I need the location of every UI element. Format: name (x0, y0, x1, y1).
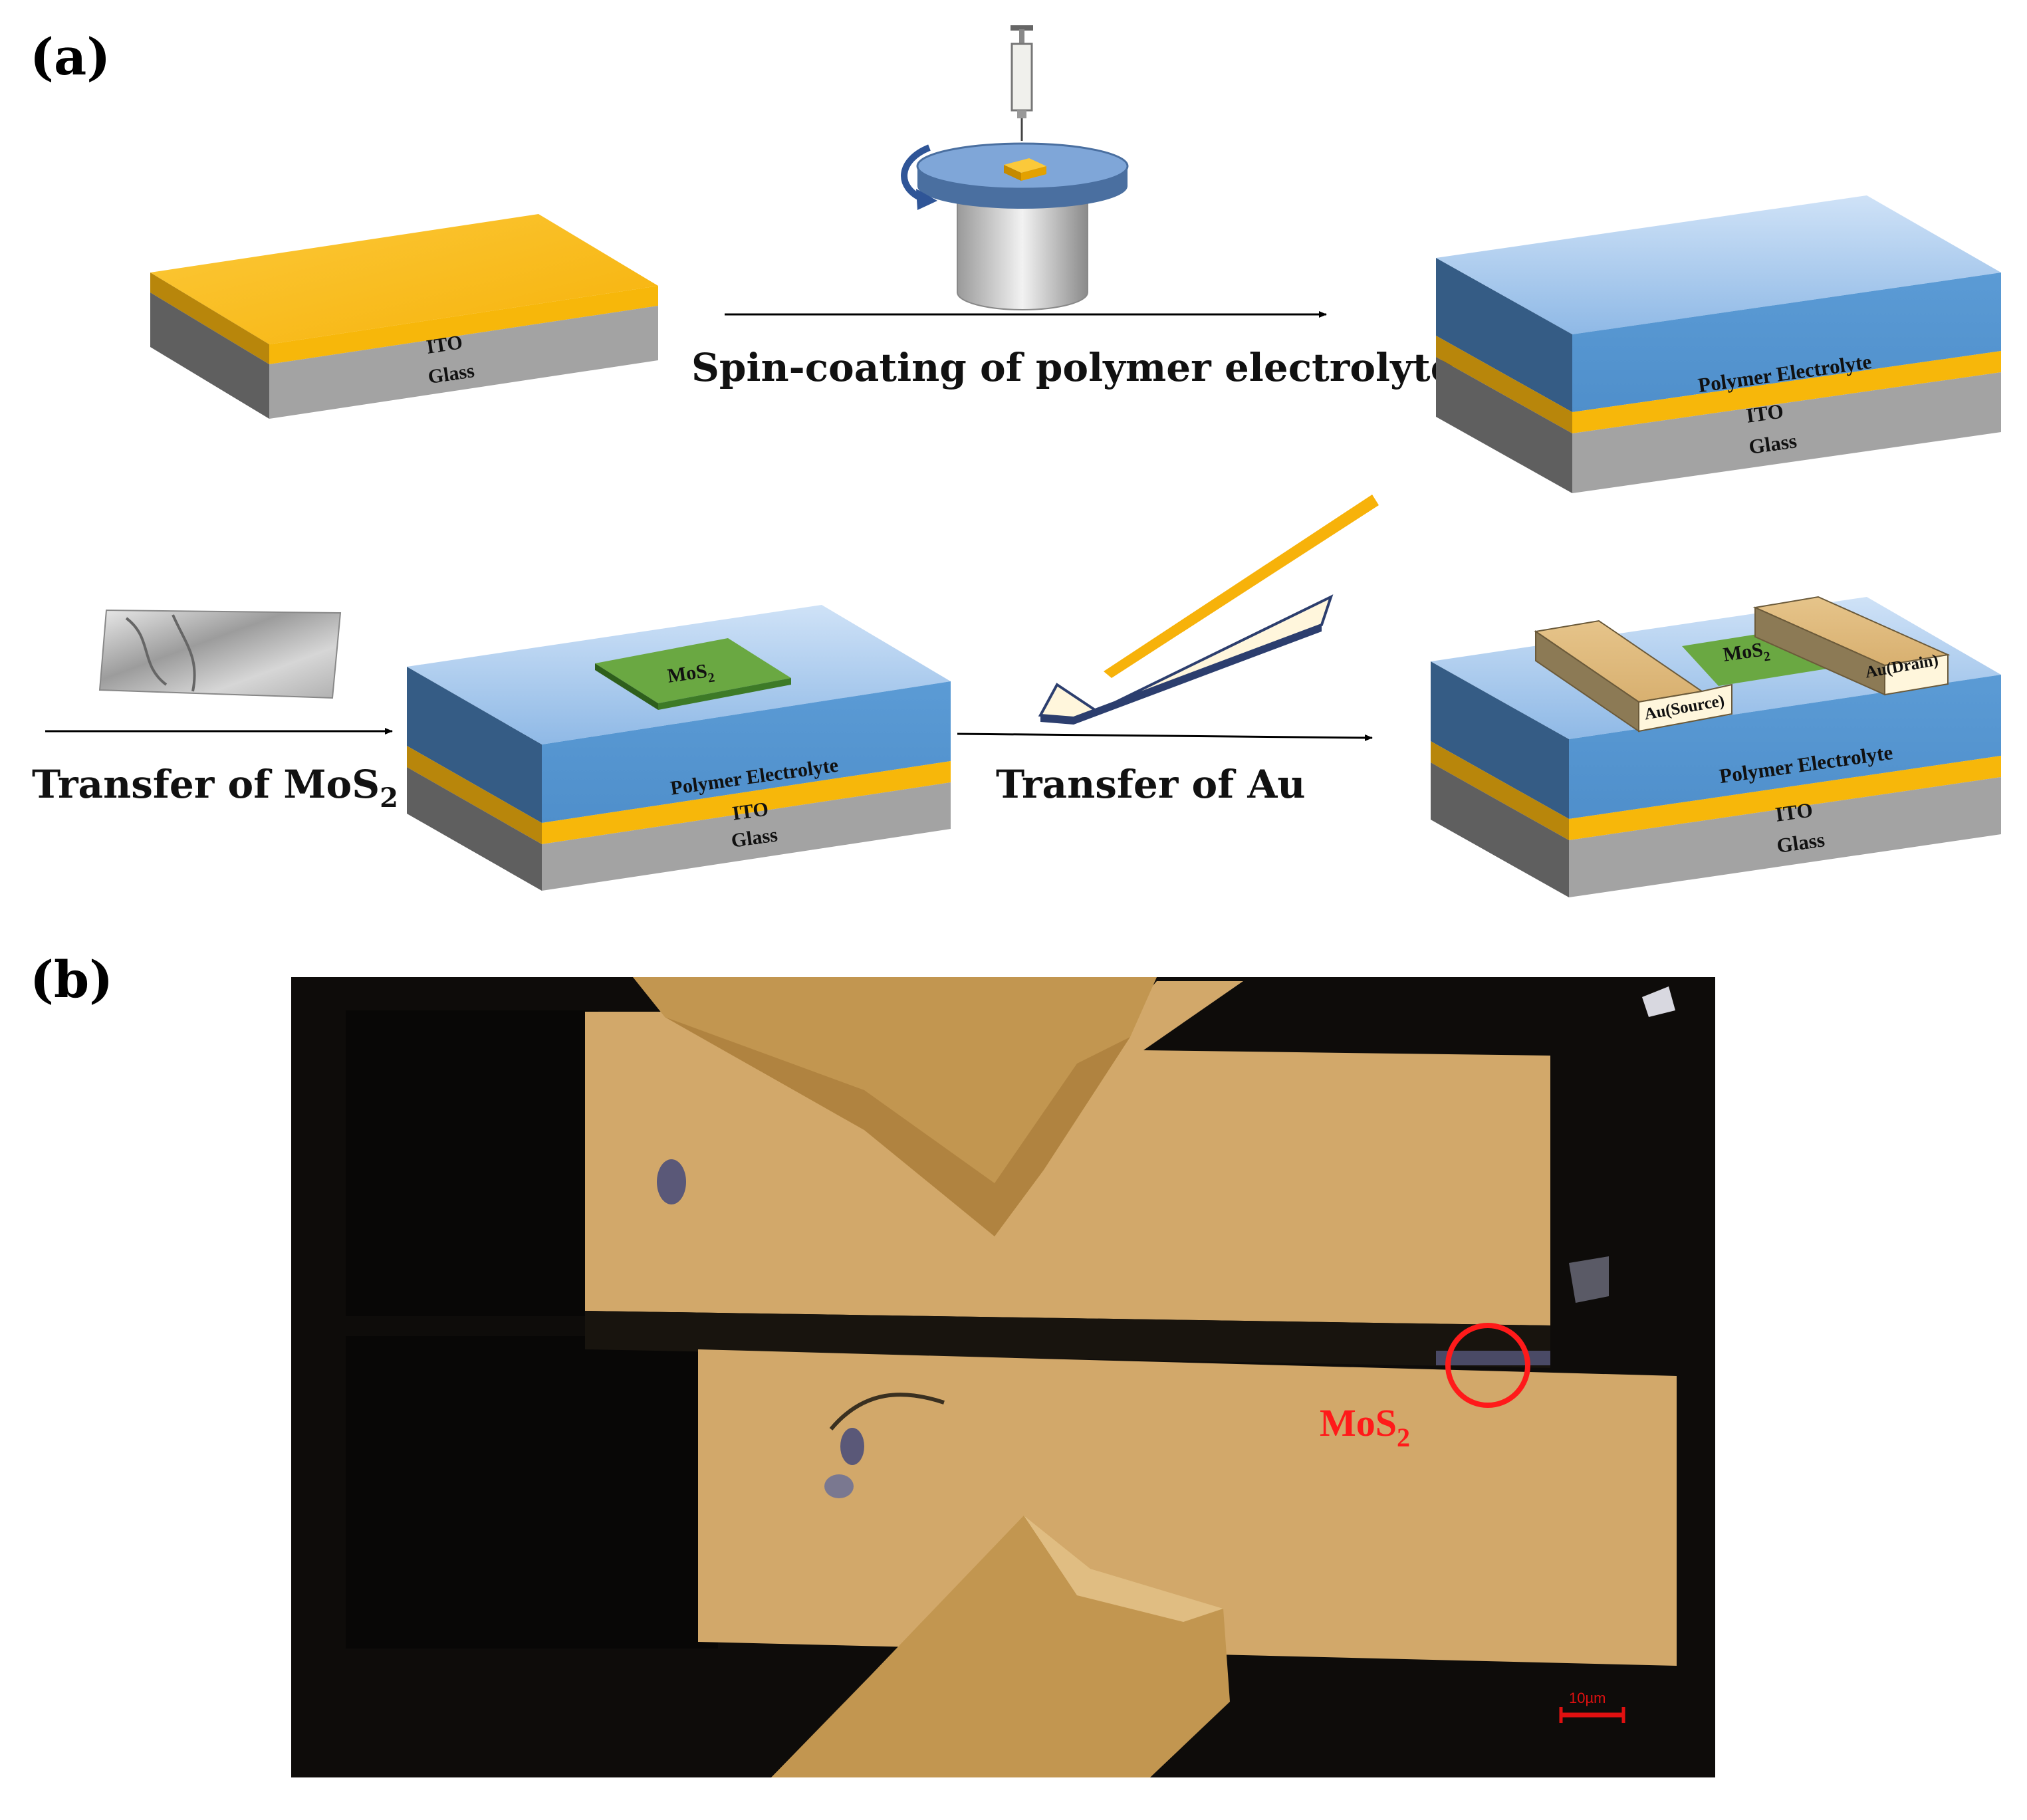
device-ito-glass: ITO Glass (150, 214, 658, 419)
ito-front-face (542, 761, 951, 844)
panel-a-label: (a) (30, 27, 110, 86)
syringe-rod (1019, 29, 1024, 44)
arrow-transfer-au (957, 733, 1373, 741)
shadow-lower (346, 1336, 718, 1649)
mos2-annotation-label: MoS2 (1320, 1401, 1410, 1452)
particle-1 (657, 1159, 686, 1204)
sample-front (1004, 165, 1021, 181)
sample-side (1021, 166, 1046, 181)
mos2-flake (1436, 1351, 1550, 1365)
glass-side-face (150, 292, 269, 419)
debris-2 (1569, 1256, 1609, 1303)
drain-front (1884, 653, 1949, 696)
ito-top-face (150, 214, 658, 344)
au-transfer-tools (1038, 495, 1379, 725)
particle-3 (824, 1474, 854, 1498)
syringe-plunger (1011, 25, 1033, 31)
polymer-top-face (1436, 195, 2001, 334)
panel-b-label: (b) (30, 950, 113, 1009)
ito-front-face (1572, 351, 2001, 433)
glass-front-face (542, 782, 951, 891)
ito-label: ITO (731, 798, 770, 824)
polymer-front-face (1572, 273, 2001, 412)
tape-wrinkle (125, 614, 196, 692)
ito-front-face (1569, 756, 2001, 840)
device-polymer-ito-glass: Polymer Electrolyte ITO Glass (1436, 195, 2001, 493)
shadow-upper (346, 1010, 598, 1316)
mos2-highlight-circle (1445, 1323, 1530, 1408)
au-foil-top (1038, 594, 1334, 720)
residue-line (829, 1393, 945, 1430)
step-spin-label: Spin-coating of polymer electrolyte (691, 345, 1455, 390)
source-front (1638, 683, 1732, 733)
polymer-side-face (1436, 258, 1572, 412)
glass-side-face (1431, 762, 1569, 897)
device-full-fet: MoS2 Au(Source) Au(Drain) Polymer Electr… (1431, 596, 2001, 897)
particle-2 (840, 1428, 864, 1465)
mos2-flake-side (595, 663, 658, 710)
mos2-flake-front (658, 678, 791, 710)
syringe-hub (1017, 110, 1026, 118)
ito-front-face (269, 286, 658, 364)
ito-label: ITO (425, 331, 464, 358)
glass-front-face (1572, 372, 2001, 493)
polymer-front-face (542, 681, 951, 823)
mos2-flake-top (595, 638, 791, 703)
polymer-side-face (1431, 661, 1569, 819)
rotation-arrowhead-icon (916, 189, 937, 210)
ito-side-face (1436, 336, 1572, 433)
needle-icon (1104, 495, 1379, 678)
device-mos2-polymer: MoS2 Polymer Electrolyte ITO Glass (407, 605, 951, 891)
step-transfer-au-label: Transfer of Au (996, 762, 1306, 807)
scale-bar-label: 10µm (1569, 1690, 1606, 1706)
step-transfer-mos2-label: Transfer of MoS2 (32, 762, 398, 814)
spin-coater (901, 25, 1129, 310)
scotch-tape (98, 609, 342, 699)
scale-bar: 10µm (1559, 1690, 1625, 1723)
lower-flap-fold (1024, 1516, 1223, 1622)
polymer-side-face (407, 667, 542, 823)
ito-side-face (407, 746, 542, 844)
glass-front-face (1569, 777, 2001, 897)
polymer-front-face (1569, 675, 2001, 819)
debris-1 (1642, 986, 1675, 1017)
syringe-barrel (1011, 43, 1033, 112)
sample-top (1004, 158, 1046, 173)
glass-side-face (407, 767, 542, 891)
upper-flap-fold (665, 1017, 1130, 1236)
optical-micrograph (291, 977, 1715, 1777)
ito-side-face (1431, 741, 1569, 840)
ito-label: ITO (1744, 399, 1785, 427)
ito-label: ITO (1774, 798, 1814, 826)
lower-electrode (698, 1349, 1677, 1666)
tape-icon (98, 609, 342, 699)
ito-side-face (150, 273, 269, 364)
coater-body (957, 189, 1088, 310)
glass-front-face (269, 306, 658, 419)
glass-side-face (1436, 357, 1572, 493)
rotation-arrow-icon (901, 144, 931, 203)
